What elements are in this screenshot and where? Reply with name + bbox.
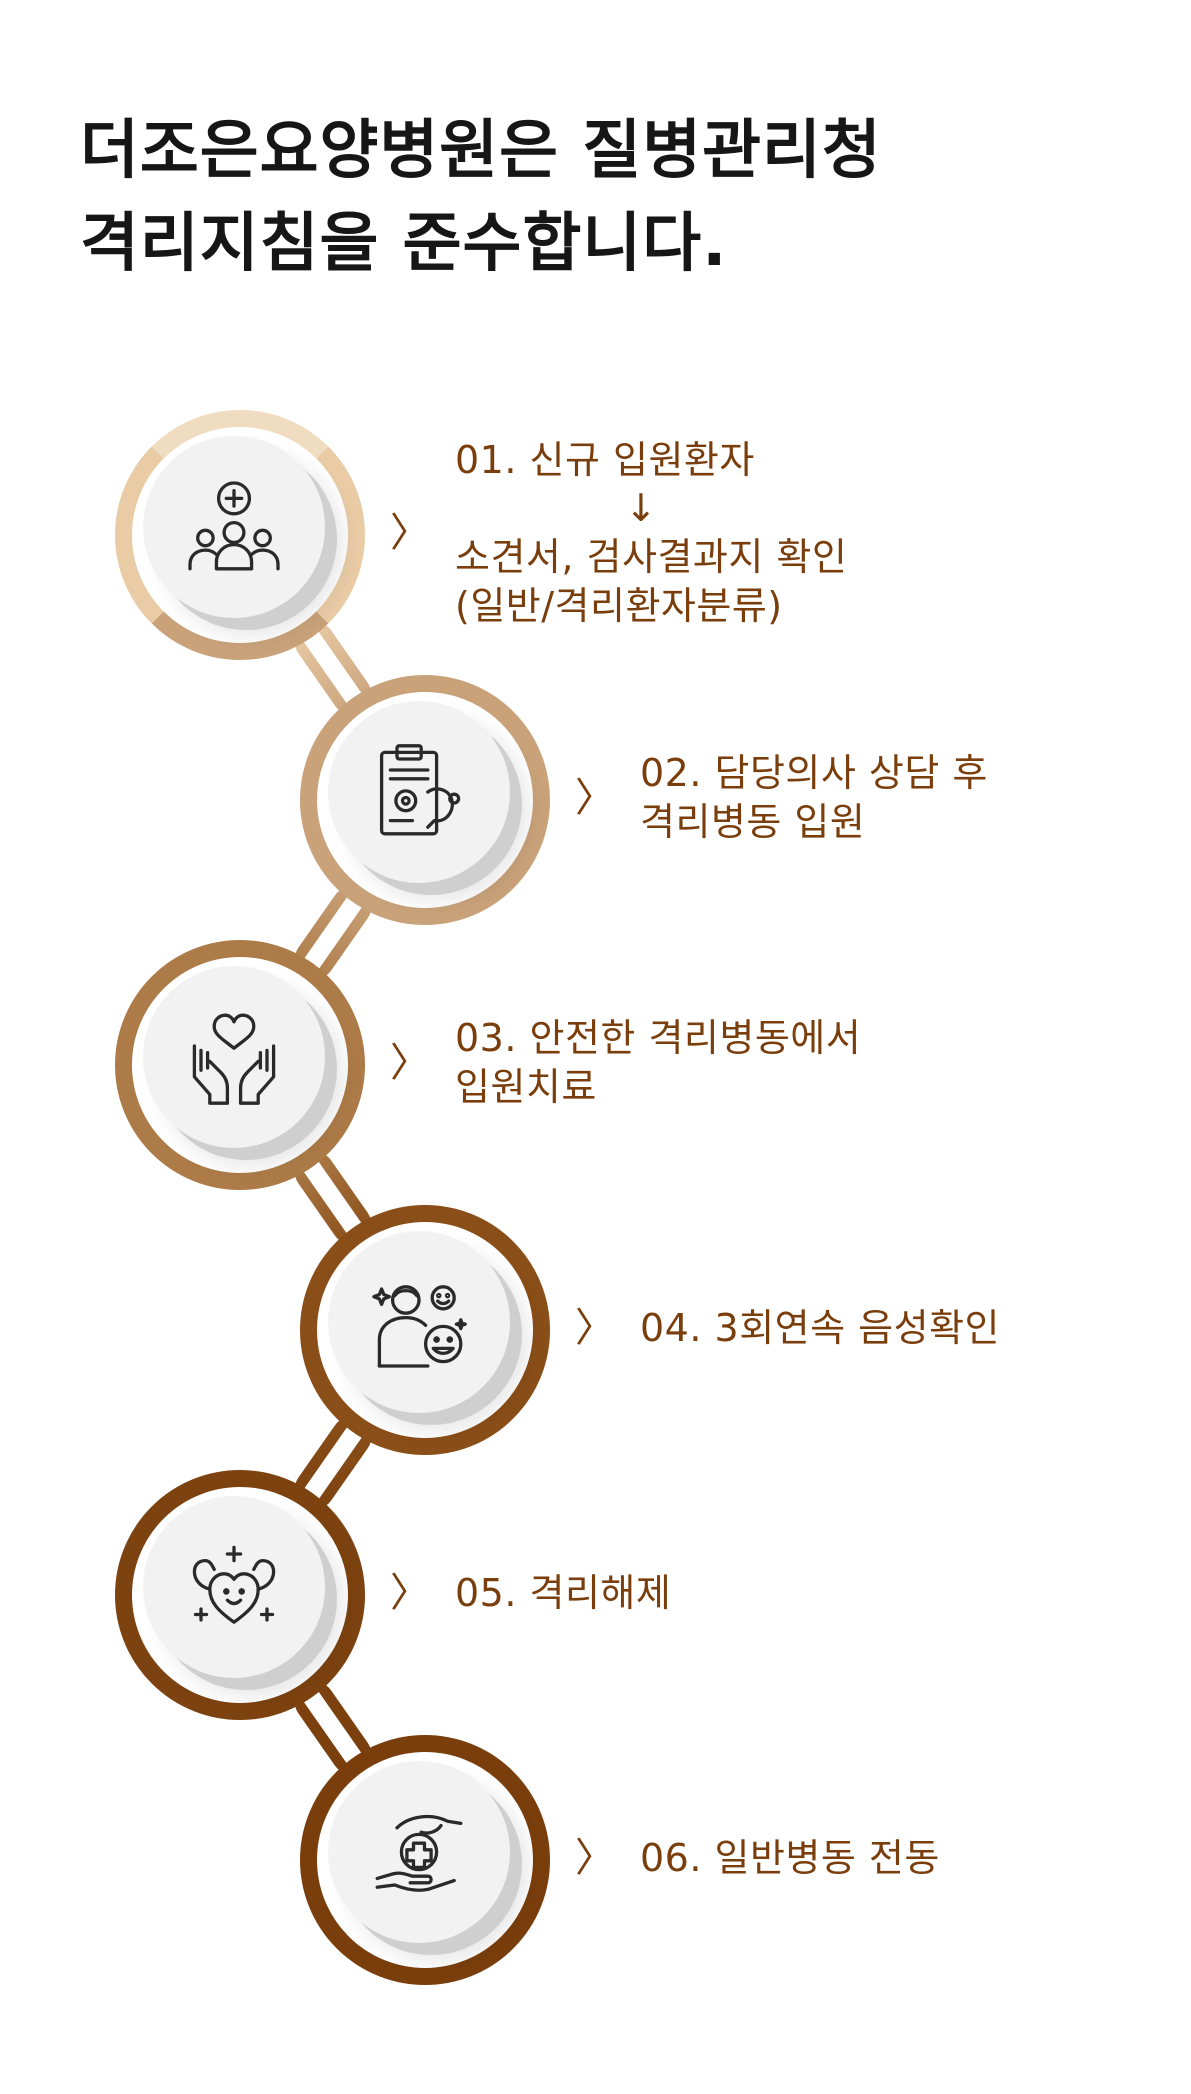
step-description: 04. 3회연속 음성확인 xyxy=(640,1304,1000,1353)
down-arrow-icon: ↓ xyxy=(625,486,658,531)
chevron-right-icon: 〉 xyxy=(390,1040,430,1086)
step-text-line: 02. 담당의사 상담 후 xyxy=(640,751,988,796)
step-text-line: 03. 안전한 격리병동에서 xyxy=(455,1016,862,1061)
step-text-line: 입원치료 xyxy=(455,1064,597,1109)
step-icon-disc xyxy=(328,701,510,883)
person-smiling-faces-icon xyxy=(364,1267,474,1377)
patients-medical-cross-icon xyxy=(179,472,289,582)
chevron-right-icon: 〉 xyxy=(390,510,430,556)
step-text-line: 01. 신규 입원환자 xyxy=(455,437,755,482)
strong-heart-icon xyxy=(179,1532,289,1642)
page-title-line-2: 격리지침을 준수합니다. xyxy=(80,206,728,281)
step-text-line: 04. 3회연속 음성확인 xyxy=(640,1305,1000,1350)
step-description: 05. 격리해제 xyxy=(455,1569,671,1618)
step-text-line: 소견서, 검사결과지 확인 xyxy=(455,534,848,579)
chevron-right-icon: 〉 xyxy=(575,775,615,821)
step-description: 01. 신규 입원환자↓소견서, 검사결과지 확인(일반/격리환자분류) xyxy=(455,436,847,631)
hands-heart-icon xyxy=(179,1002,289,1112)
step-icon-disc xyxy=(328,1761,510,1943)
step-icon-disc xyxy=(143,436,325,618)
step-icon-disc xyxy=(143,966,325,1148)
step-text-line: (일반/격리환자분류) xyxy=(455,583,783,628)
hands-medical-cross-icon xyxy=(364,1797,474,1907)
step-icon-disc xyxy=(143,1496,325,1678)
page-title-line-1: 더조은요양병원은 질병관리청 xyxy=(80,114,882,188)
chevron-right-icon: 〉 xyxy=(575,1305,615,1351)
chevron-right-icon: 〉 xyxy=(390,1570,430,1616)
step-text-line: 격리병동 입원 xyxy=(640,799,866,844)
step-text-line: 06. 일반병동 전동 xyxy=(640,1835,940,1880)
chevron-right-icon: 〉 xyxy=(575,1835,615,1881)
page-title: 더조은요양병원은 질병관리청 격리지침을 준수합니다. xyxy=(80,105,882,291)
step-description: 06. 일반병동 전동 xyxy=(640,1834,940,1883)
step-text-line: 05. 격리해제 xyxy=(455,1570,672,1615)
clipboard-stethoscope-icon xyxy=(364,737,474,847)
